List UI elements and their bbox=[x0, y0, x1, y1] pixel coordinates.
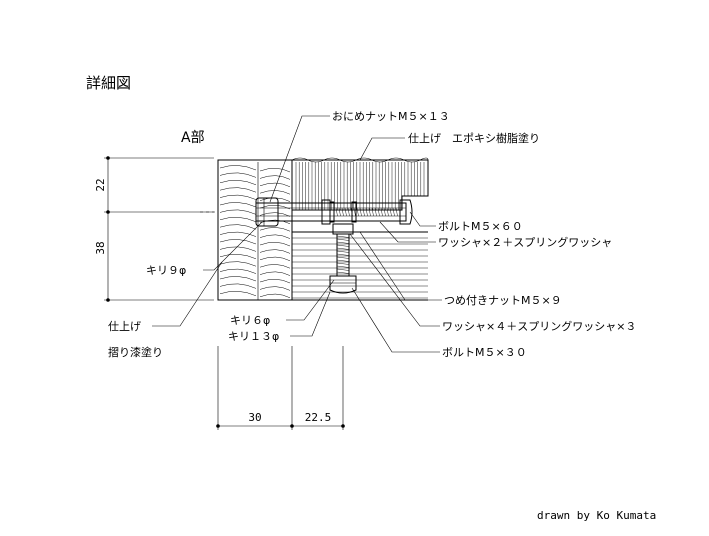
callout-finish-left-2: 摺り漆塗り bbox=[108, 345, 163, 359]
dim-22: 22 bbox=[94, 178, 107, 191]
credit-text: drawn by Ko Kumata bbox=[537, 509, 656, 522]
section-label: A部 bbox=[181, 130, 205, 146]
callout-claw-nut: つめ付きナットM５×９ bbox=[444, 294, 562, 307]
bolt-m5x60 bbox=[255, 197, 413, 227]
lower-laminate bbox=[292, 231, 428, 301]
callout-washer-bottom: ワッシャ×４＋スプリングワッシャ×３ bbox=[442, 319, 636, 333]
callout-drill-6: キリ６φ bbox=[230, 314, 270, 327]
dim-22-5: 22.5 bbox=[305, 411, 332, 424]
callout-washer-top: ワッシャ×２＋スプリングワッシャ bbox=[438, 235, 612, 249]
drawing-title: 詳細図 bbox=[86, 74, 131, 92]
dim-30: 30 bbox=[248, 411, 261, 424]
callout-finish-top: 仕上げ エポキシ樹脂塗り bbox=[408, 131, 540, 145]
horizontal-dimension: 30 22.5 bbox=[216, 346, 345, 430]
callout-cap-nut: おにめナットM５×１３ bbox=[332, 110, 450, 123]
leader-lines bbox=[152, 115, 442, 353]
right-wood-block bbox=[291, 157, 429, 211]
callout-bolt-30: ボルトM５×３０ bbox=[442, 346, 527, 359]
callout-drill-13: キリ１３φ bbox=[228, 330, 279, 343]
dim-38: 38 bbox=[94, 241, 107, 254]
bolt-m5x30 bbox=[329, 223, 357, 294]
vertical-dimension: 22 38 bbox=[94, 156, 214, 302]
left-wood-block bbox=[217, 159, 293, 301]
callout-finish-left-1: 仕上げ bbox=[108, 320, 141, 333]
callout-bolt-60: ボルトM５×６０ bbox=[438, 220, 523, 233]
callout-drill-9: キリ９φ bbox=[146, 264, 186, 277]
